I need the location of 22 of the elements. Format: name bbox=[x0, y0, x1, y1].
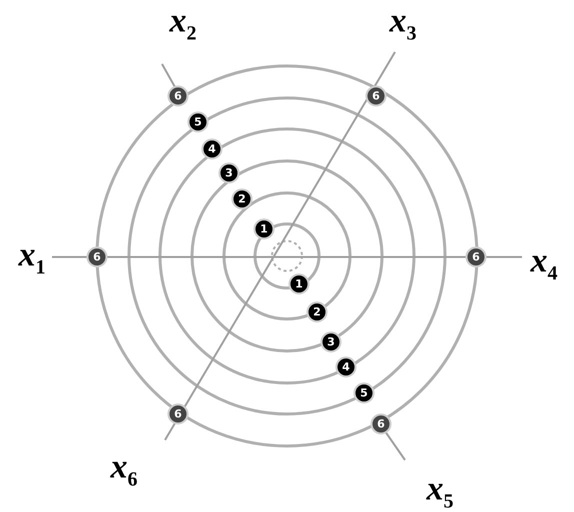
numbered-marker: 3 bbox=[218, 162, 240, 184]
numbered-marker: 2 bbox=[232, 188, 252, 210]
numbered-marker: 5 bbox=[188, 112, 208, 132]
numbered-marker: 1 bbox=[254, 218, 274, 240]
axis-label: x$_{1}$ bbox=[18, 238, 46, 278]
numbered-marker: 1 bbox=[288, 274, 310, 294]
numbered-marker: 6 bbox=[168, 86, 188, 106]
axis-label: x$_{6}$ bbox=[110, 450, 138, 490]
axis-label: x$_{3}$ bbox=[390, 4, 416, 44]
axis-label: x$_{4}$ bbox=[530, 244, 558, 284]
numbered-marker: 3 bbox=[320, 332, 342, 352]
numbered-marker: 6 bbox=[370, 414, 392, 434]
axis-label: x$_{5}$ bbox=[426, 472, 454, 512]
numbered-marker: 2 bbox=[306, 302, 328, 322]
numbered-marker: 4 bbox=[336, 356, 356, 378]
axis-label: x$_{2}$ bbox=[170, 4, 196, 44]
numbered-marker: 4 bbox=[202, 138, 222, 160]
numbered-marker: 5 bbox=[354, 382, 374, 404]
numbered-marker: 6 bbox=[466, 246, 486, 268]
numbered-marker: 6 bbox=[168, 404, 188, 424]
numbered-marker: 6 bbox=[86, 246, 108, 268]
numbered-marker: 6 bbox=[366, 86, 386, 106]
